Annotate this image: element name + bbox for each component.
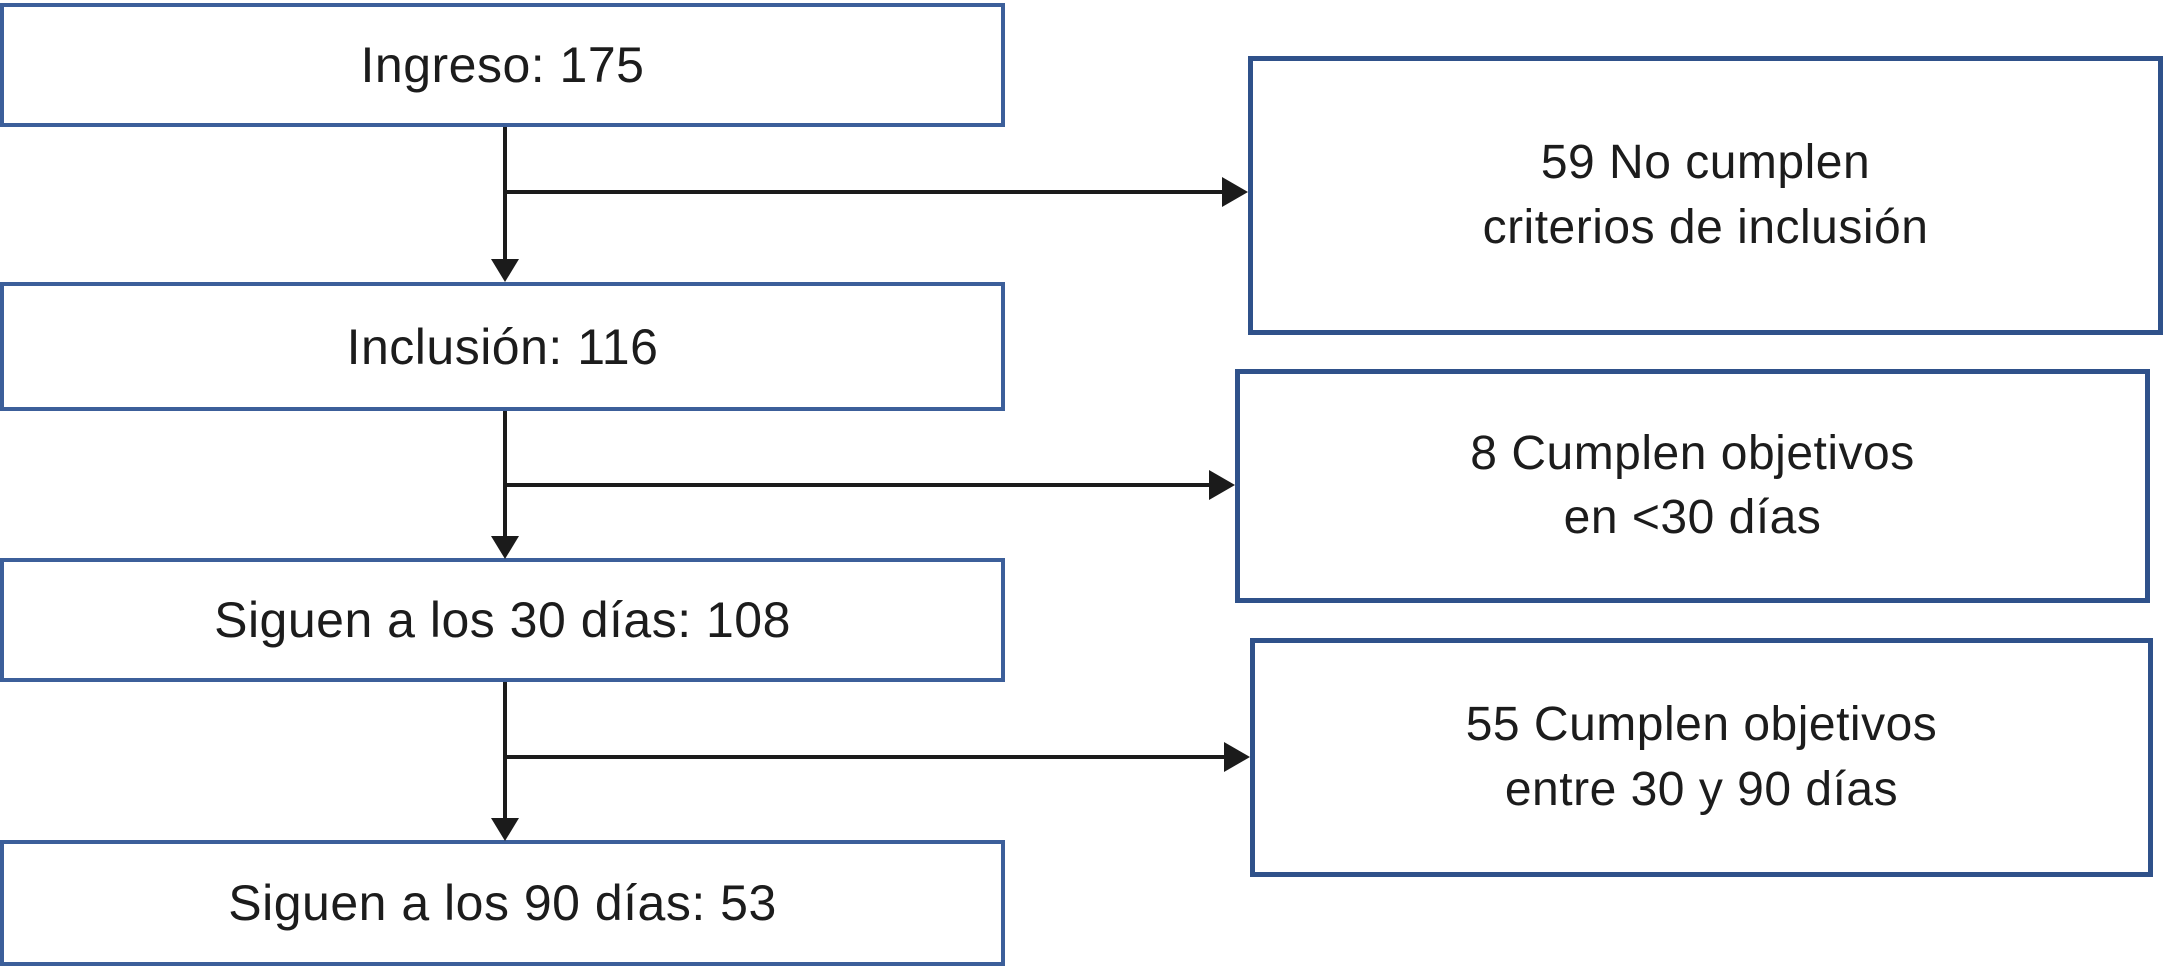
arrow-right-3-line xyxy=(505,755,1224,759)
arrowhead-right-1 xyxy=(1222,177,1248,207)
flow-box-label: Ingreso: 175 xyxy=(360,37,645,93)
arrowhead-right-3 xyxy=(1224,742,1250,772)
side-box-line: criterios de inclusión xyxy=(1482,200,1929,254)
side-box-line: 59 No cumplen xyxy=(1540,136,1871,190)
side-box-line: 55 Cumplen objetivos xyxy=(1465,698,1938,752)
arrowhead-down-2 xyxy=(491,536,519,559)
flow-box-label: Siguen a los 30 días: 108 xyxy=(214,592,791,648)
arrowhead-down-3 xyxy=(491,818,519,841)
side-box-cumplen-objetivos-30-90: 55 Cumplen objetivos entre 30 y 90 días xyxy=(1250,638,2153,877)
arrowhead-down-1 xyxy=(491,259,519,282)
side-box-cumplen-objetivos-30: 8 Cumplen objetivos en <30 días xyxy=(1235,369,2150,603)
arrow-right-1-line xyxy=(505,190,1222,194)
flow-box-label: Inclusión: 116 xyxy=(346,318,659,375)
flow-box-label: Siguen a los 90 días: 53 xyxy=(228,875,777,931)
flow-box-ingreso: Ingreso: 175 xyxy=(0,3,1005,127)
flow-box-siguen-30-dias: Siguen a los 30 días: 108 xyxy=(0,558,1005,682)
side-box-line: 8 Cumplen objetivos xyxy=(1470,426,1915,480)
arrow-down-2-line xyxy=(503,411,507,536)
side-box-no-cumplen-criterios: 59 No cumplen criterios de inclusión xyxy=(1248,56,2163,335)
flow-box-inclusion: Inclusión: 116 xyxy=(0,282,1005,411)
side-box-line: en <30 días xyxy=(1563,491,1822,544)
arrow-right-2-line xyxy=(505,483,1209,487)
flow-box-siguen-90-dias: Siguen a los 90 días: 53 xyxy=(0,840,1005,966)
arrow-down-3-line xyxy=(503,682,507,818)
arrowhead-right-2 xyxy=(1209,470,1235,500)
side-box-line: entre 30 y 90 días xyxy=(1504,762,1899,816)
